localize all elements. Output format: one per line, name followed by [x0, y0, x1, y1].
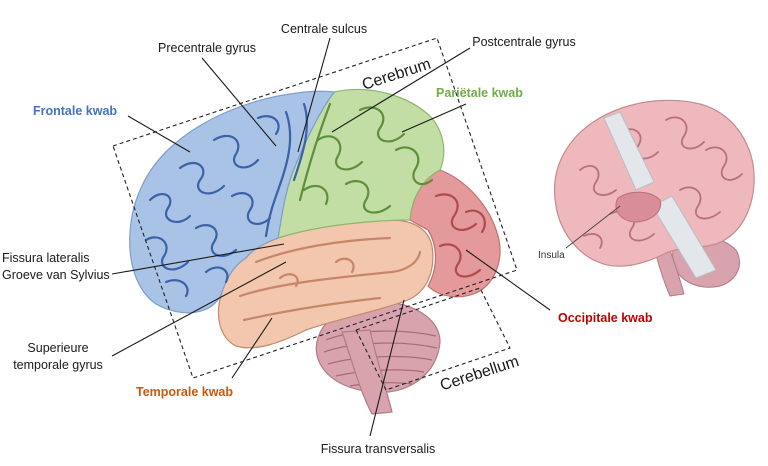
label-groeve-van-sylvius: Groeve van Sylvius: [2, 268, 110, 282]
label-superieure: Superieure: [27, 341, 88, 355]
label-postcentrale-gyrus: Postcentrale gyrus: [472, 35, 576, 49]
label-cerebellum: Cerebellum: [438, 353, 521, 394]
label-frontale-kwab: Frontale kwab: [33, 104, 117, 118]
label-fissura-transversalis: Fissura transversalis: [321, 442, 436, 456]
label-cerebrum: Cerebrum: [360, 56, 433, 94]
label-temporale-kwab: Temporale kwab: [136, 385, 233, 399]
label-precentrale-gyrus: Precentrale gyrus: [158, 41, 256, 55]
main-brain: [130, 90, 500, 414]
label-insula: Insula: [538, 250, 565, 261]
label-fissura-lateralis: Fissura lateralis: [2, 251, 90, 265]
label-occipitale-kwab: Occipitale kwab: [558, 311, 653, 325]
label-centrale-sulcus: Centrale sulcus: [281, 22, 367, 36]
label-temporale-gyrus: temporale gyrus: [13, 358, 103, 372]
inset-brain: [554, 100, 754, 296]
label-parietale-kwab: Pariëtale kwab: [436, 86, 523, 100]
